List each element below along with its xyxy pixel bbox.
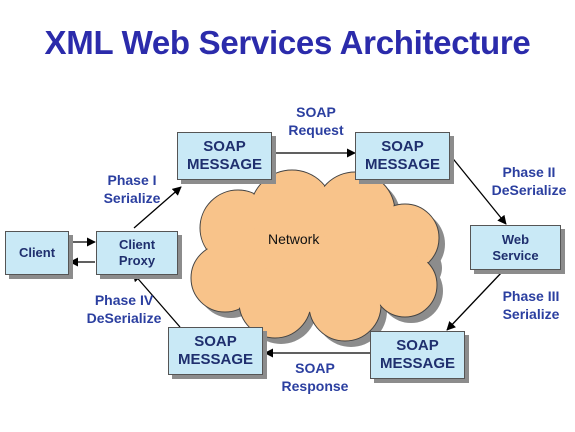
soap-message-line2: MESSAGE [177, 351, 253, 368]
soap-message-line2: MESSAGE [364, 156, 440, 173]
soap-message-line1: SOAP [203, 138, 246, 155]
soap-request-label: SOAP Request [288, 104, 344, 138]
client-proxy-box: Client Proxy [96, 231, 178, 275]
soap-message-line2: MESSAGE [379, 355, 455, 372]
soap-message-line1: SOAP [381, 138, 424, 155]
soap-message-top-right: SOAP MESSAGE [355, 132, 450, 180]
soap-message-line2: MESSAGE [186, 156, 262, 173]
soap-message-bottom-left: SOAP MESSAGE [168, 327, 263, 375]
arrow-phase2 [449, 154, 507, 225]
soap-message-bottom-right: SOAP MESSAGE [370, 331, 465, 379]
client-label: Client [18, 245, 56, 261]
network-label: Network [268, 231, 320, 247]
soap-response-label: SOAP Response [281, 360, 349, 394]
diagram-title: XML Web Services Architecture [44, 24, 531, 61]
phase2-label: Phase II DeSerialize [491, 164, 567, 198]
soap-message-top-left: SOAP MESSAGE [177, 132, 272, 180]
arrow-phase4 [132, 272, 181, 328]
client-box: Client [5, 231, 69, 275]
soap-message-line1: SOAP [194, 333, 237, 350]
arrow-phase1 [133, 186, 182, 229]
web-service-line2: Service [492, 247, 539, 263]
phase4-label: Phase IV DeSerialize [86, 292, 162, 326]
soap-message-line1: SOAP [396, 337, 439, 354]
arrow-phase3 [446, 271, 503, 331]
client-proxy-line2: Proxy [118, 253, 156, 268]
web-service-line1: Web [501, 231, 530, 247]
client-proxy-line1: Client [118, 237, 156, 253]
web-service-box: Web Service [470, 225, 561, 270]
phase1-label: Phase I Serialize [103, 172, 161, 206]
phase3-label: Phase III Serialize [502, 288, 560, 322]
